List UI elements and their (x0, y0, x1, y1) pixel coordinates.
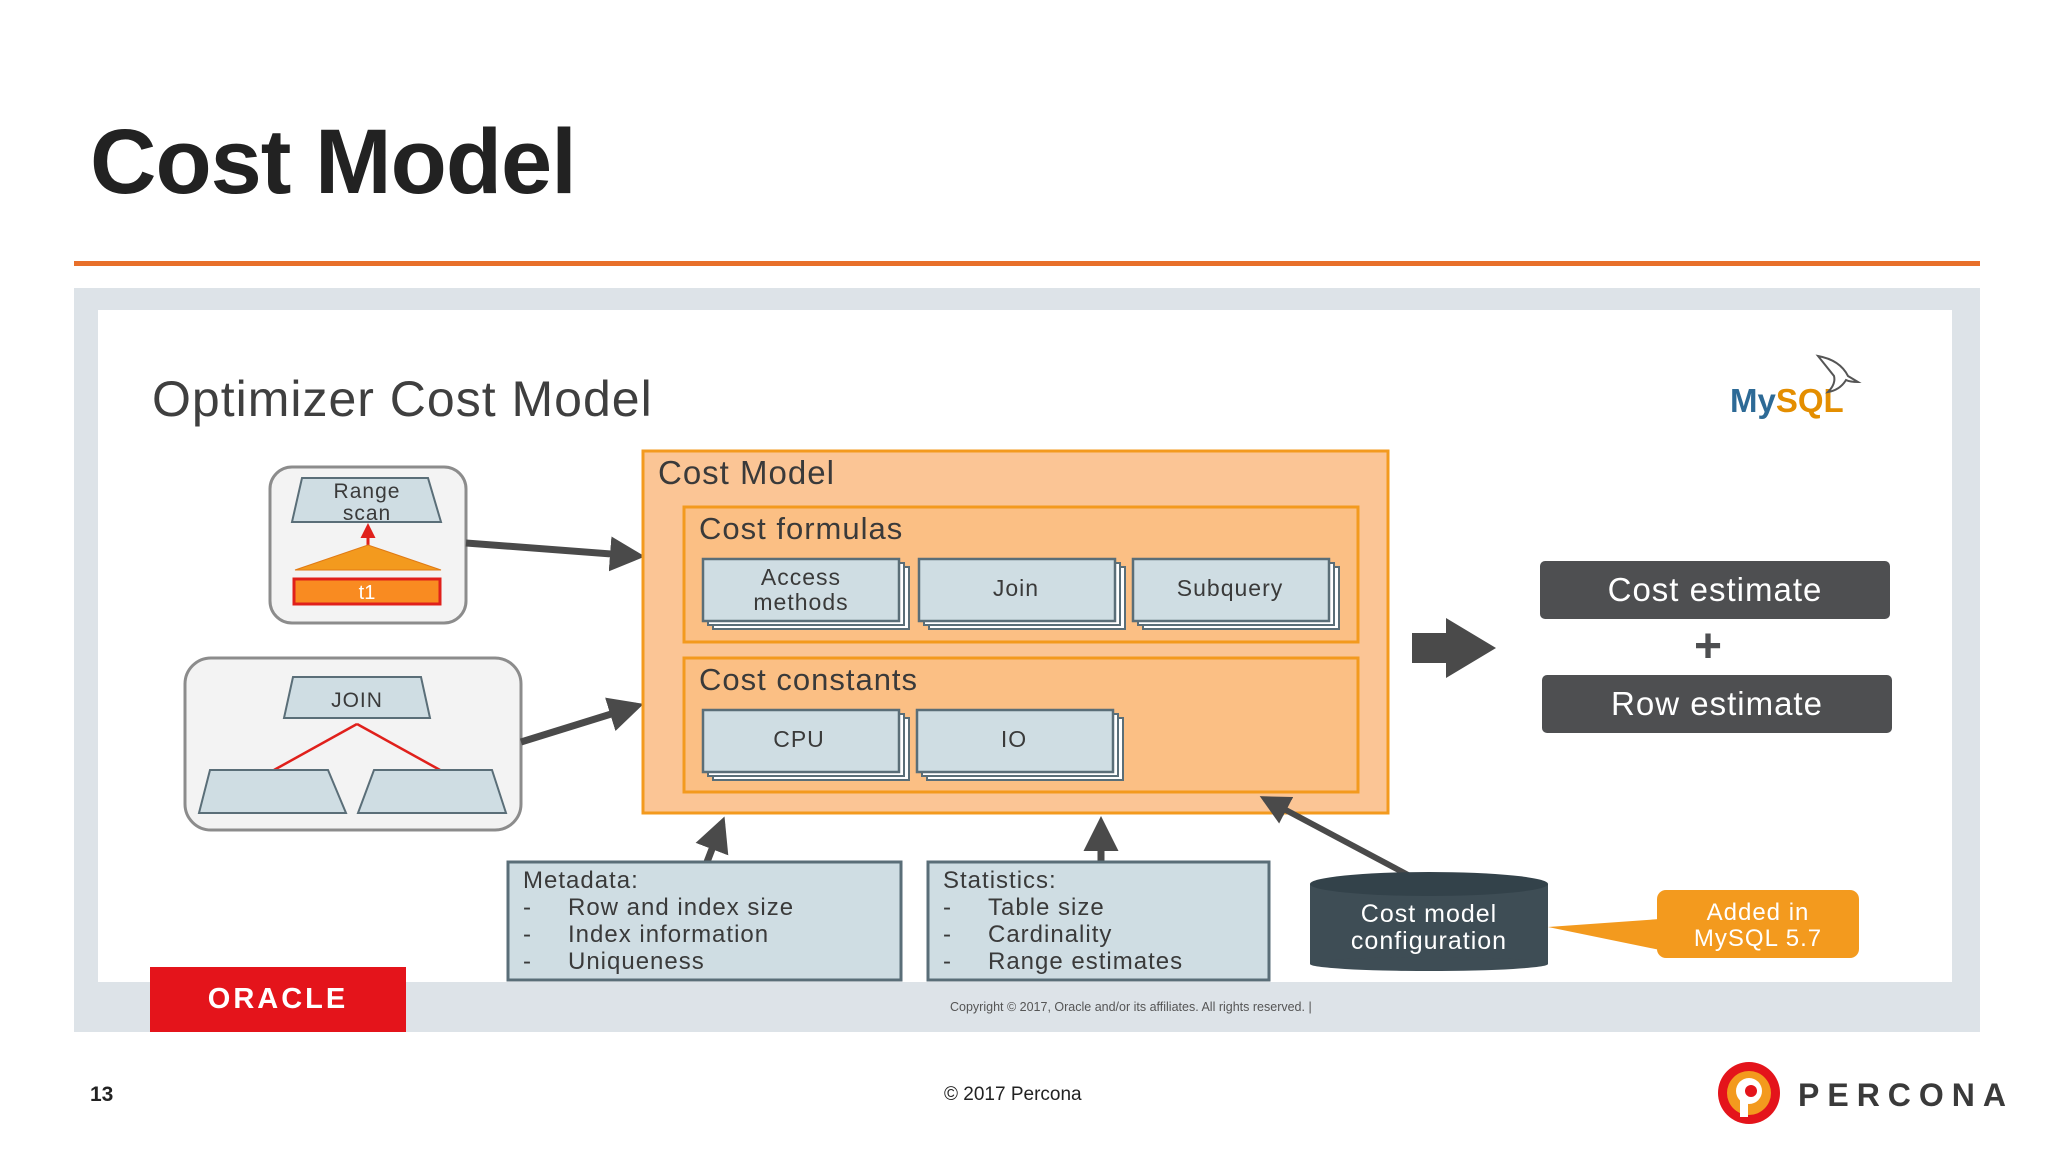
svg-text:-: - (523, 921, 531, 948)
range-scan-triangle (294, 544, 442, 571)
metadata-title: Metadata: (523, 867, 639, 894)
join-child-right (356, 769, 508, 814)
cost-model-box: Cost Model Cost formulas Access methods … (641, 449, 1390, 815)
cost-estimate-label: Cost estimate (1608, 571, 1823, 608)
cost-estimate-box: Cost estimate (1540, 561, 1890, 619)
page-number: 13 (90, 1083, 114, 1106)
range-scan-node (290, 477, 443, 523)
title-divider (74, 261, 1980, 266)
slide-title: Cost Model (90, 111, 577, 213)
arrow-model-to-outputs (1412, 618, 1496, 678)
svg-text:-: - (943, 948, 951, 975)
row-estimate-label: Row estimate (1611, 685, 1823, 722)
percona-wordmark: PERCONA (1798, 1077, 2015, 1113)
range-scan-plan: Range scan t1 (268, 465, 468, 625)
formula-access-methods: Access methods (701, 557, 910, 630)
arrow-join-to-model (519, 697, 644, 746)
constant-cpu: CPU (701, 708, 910, 781)
constant-cpu-label: CPU (773, 726, 825, 752)
statistics-item-2: Cardinality (988, 921, 1112, 948)
statistics-title: Statistics: (943, 867, 1057, 894)
formula-join: Join (917, 557, 1126, 630)
cost-constants-title: Cost constants (699, 662, 918, 697)
formula-access-label-2: methods (753, 589, 848, 615)
formula-subquery-label: Subquery (1177, 575, 1283, 601)
config-label-2: configuration (1351, 927, 1507, 955)
callout-label-1: Added in (1707, 899, 1810, 926)
join-child-left (197, 769, 348, 814)
oracle-copyright: Copyright © 2017, Oracle and/or its affi… (950, 1000, 1312, 1014)
statistics-box: Statistics: - Table size - Cardinality -… (926, 860, 1271, 982)
config-database: Cost model configuration (1310, 872, 1548, 971)
arrow-config-to-model (1259, 796, 1427, 887)
cost-formulas-title: Cost formulas (699, 511, 903, 546)
embedded-slide-title: Optimizer Cost Model (152, 371, 653, 427)
join-node-label: JOIN (331, 689, 383, 712)
metadata-item-2: Index information (568, 921, 769, 948)
join-red-edge-right (356, 722, 441, 772)
join-node (282, 676, 432, 719)
join-red-edge-left (273, 722, 358, 772)
row-estimate-box: Row estimate (1542, 675, 1892, 733)
metadata-item-1: Row and index size (568, 894, 794, 921)
arrow-range-to-model (465, 536, 645, 572)
svg-text:-: - (523, 894, 531, 921)
statistics-item-3: Range estimates (988, 948, 1183, 975)
svg-text:-: - (943, 921, 951, 948)
plus-sign: + (1694, 620, 1722, 673)
range-scan-label-1: Range (334, 480, 401, 503)
formula-join-label: Join (993, 575, 1039, 601)
statistics-item-1: Table size (988, 894, 1105, 921)
constant-io: IO (915, 708, 1124, 781)
metadata-item-3: Uniqueness (568, 948, 705, 975)
table-t1-box (292, 577, 442, 606)
formula-access-label-1: Access (761, 564, 841, 590)
config-label-1: Cost model (1361, 900, 1497, 928)
cost-model-title: Cost Model (658, 454, 835, 491)
join-plan: JOIN (183, 656, 523, 832)
oracle-logo: ORACLE (150, 967, 406, 1032)
range-scan-label-2: scan (343, 502, 391, 525)
svg-text:-: - (943, 894, 951, 921)
mysql-dolphin-icon (1815, 354, 1862, 394)
formula-subquery: Subquery (1131, 557, 1340, 630)
callout-label-2: MySQL 5.7 (1694, 925, 1822, 952)
constant-io-label: IO (1001, 726, 1027, 752)
percona-logo-icon (1718, 1062, 1780, 1124)
footer-copyright: © 2017 Percona (944, 1084, 1082, 1105)
added-in-callout: Added in MySQL 5.7 (1548, 890, 1859, 958)
arrow-metadata-to-model (695, 816, 729, 864)
svg-text:-: - (523, 948, 531, 975)
table-t1-label: t1 (359, 582, 376, 604)
metadata-box: Metadata: - Row and index size - Index i… (506, 860, 903, 982)
